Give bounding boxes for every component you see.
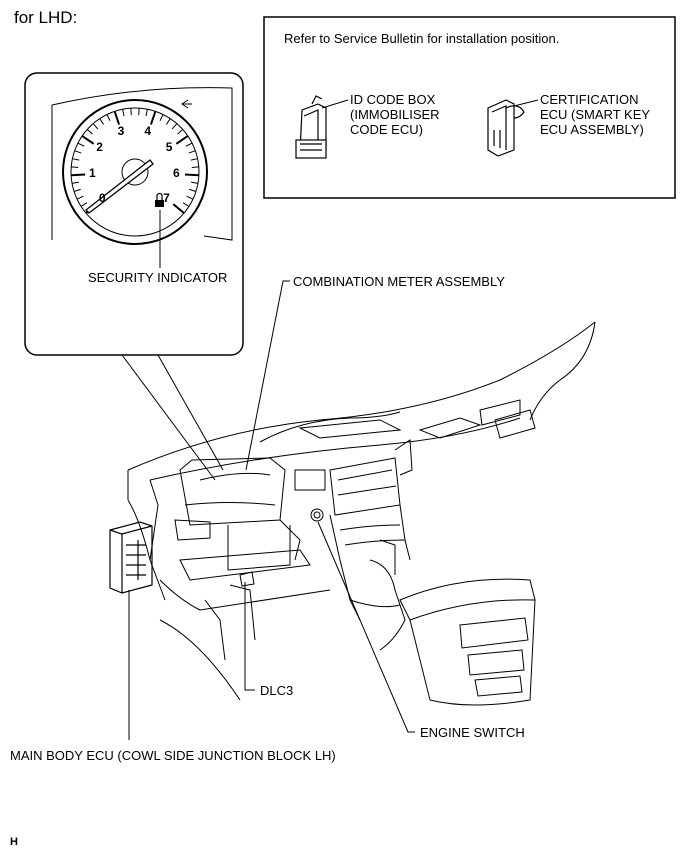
gauge-tick: [186, 195, 194, 200]
gauge-tick: [190, 158, 198, 161]
id-code-box-label: ID CODE BOX (IMMOBILISER CODE ECU): [350, 92, 440, 137]
gauge-tick: [122, 109, 125, 117]
gauge-tick: [189, 188, 197, 192]
gauge-tick: [72, 158, 80, 161]
security-indicator-icon: [155, 200, 164, 207]
gauge-tick-label: 1: [89, 166, 96, 181]
gauge-tick: [77, 142, 85, 147]
gauge-tick-label: 5: [165, 140, 173, 155]
main-body-ecu-icon: [109, 521, 153, 594]
gauge-tick: [71, 173, 86, 177]
gauge-tick: [175, 135, 189, 145]
gauge-tick: [71, 166, 79, 168]
gauge-tick: [165, 118, 171, 125]
combination-meter-label: COMBINATION METER ASSEMBLY: [293, 274, 505, 289]
gauge-tick-label: 3: [117, 124, 125, 139]
gauge-tick: [99, 118, 105, 125]
gauge-tick: [145, 109, 148, 117]
gauge-tick: [76, 195, 84, 200]
footer-code: H: [10, 836, 18, 848]
gauge-tick: [80, 202, 88, 207]
id-code-box-icon: [295, 95, 327, 159]
gauge-tick: [113, 111, 121, 125]
gauge-tick: [185, 142, 193, 147]
security-indicator-label: SECURITY INDICATOR: [88, 270, 228, 285]
gauge-tick: [159, 114, 164, 121]
gauge-needle: [85, 159, 154, 214]
main-body-ecu-label: MAIN BODY ECU (COWL SIDE JUNCTION BLOCK …: [10, 748, 336, 763]
gauge-tick: [184, 173, 199, 177]
certification-ecu-label: CERTIFICATION ECU (SMART KEY ECU ASSEMBL…: [540, 92, 651, 137]
engine-switch-label: ENGINE SWITCH: [420, 725, 525, 740]
gauge-tick-label: 2: [96, 140, 103, 155]
page-title: for LHD:: [14, 8, 78, 27]
gauge-tick: [177, 129, 184, 135]
gauge-tick: [191, 166, 199, 168]
gauge-tick: [171, 123, 178, 130]
gauge-tick: [106, 114, 111, 121]
gauge-tick: [81, 135, 95, 145]
gauge-tick: [86, 129, 93, 135]
dlc3-label: DLC3: [260, 683, 294, 698]
gauge-tick: [74, 150, 82, 154]
gauge-tick: [92, 123, 99, 130]
gauge-tick: [190, 181, 199, 184]
gauge-tick-label: 7: [163, 190, 170, 205]
gauge-tick: [149, 111, 157, 125]
info-box-frame: [263, 16, 676, 199]
gauge-tick: [73, 188, 81, 192]
certification-ecu-icon: [487, 99, 525, 157]
gauge-tick: [182, 202, 190, 207]
gauge-tick-label: 4: [144, 124, 152, 139]
gauge-tick: [172, 203, 185, 214]
service-bulletin-note: Refer to Service Bulletin for installati…: [284, 31, 560, 46]
gauge-tick-label: 0: [98, 190, 106, 205]
gauge-tick: [188, 150, 196, 154]
dashboard-illustration: [127, 321, 596, 706]
gauge-tick-label: 6: [172, 166, 180, 181]
tachometer-gauge: [62, 99, 208, 245]
gauge-tick: [71, 181, 80, 184]
